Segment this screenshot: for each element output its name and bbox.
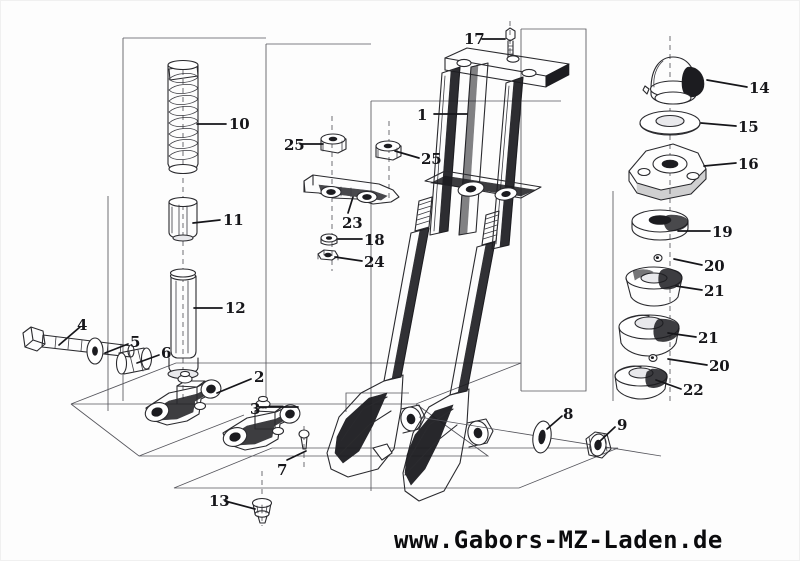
part-24-nut (317, 249, 339, 261)
callout-number-11: 11 (223, 211, 244, 229)
part-11-spring-seat-bushing (168, 196, 198, 242)
construction-box-center (107, 43, 561, 491)
part-16-upper-triple-clamp-plate (628, 143, 707, 201)
callout-number-24: 24 (364, 253, 385, 271)
callout-number-8: 8 (563, 405, 574, 423)
callout-number-1: 1 (417, 106, 428, 124)
construction-box-lower (173, 447, 619, 489)
callout-number-19: 19 (712, 223, 733, 241)
part-10-fork-spring (167, 59, 199, 175)
part-1-fork-leg-assembly (326, 47, 570, 502)
part-25-fork-clamp-block-left (320, 133, 347, 154)
part-22-lower-bearing-cone (614, 365, 668, 400)
callout-number-9: 9 (617, 416, 628, 434)
part-3-lower-triple-clamp-right (222, 395, 301, 451)
callout-number-15: 15 (738, 118, 759, 136)
callout-number-25: 25 (421, 150, 442, 168)
part-20-ball-bearing-upper (653, 254, 663, 262)
callout-number-7: 7 (277, 461, 288, 479)
callout-number-25: 25 (284, 136, 305, 154)
callout-number-4: 4 (77, 316, 88, 334)
part-25-fork-clamp-block-right (375, 140, 402, 161)
callout-number-21: 21 (698, 329, 719, 347)
callout-number-16: 16 (738, 155, 759, 173)
callout-number-20: 20 (709, 357, 730, 375)
part-5-washer (86, 337, 104, 365)
callout-number-10: 10 (229, 115, 250, 133)
part-21-bearing-race-upper (625, 266, 683, 307)
part-14-steering-head-cap-nut (642, 56, 705, 105)
callout-number-14: 14 (749, 79, 770, 97)
callout-number-12: 12 (225, 299, 246, 317)
construction-box-spring (122, 37, 266, 401)
site-watermark: www.Gabors-MZ-Laden.de (394, 526, 723, 554)
part-15-steering-washer (639, 110, 701, 136)
callout-number-17: 17 (464, 30, 485, 48)
callout-number-22: 22 (683, 381, 704, 399)
part-8-flat-washer (532, 420, 552, 454)
part-13-drain-plug (251, 497, 273, 524)
part-2-lower-triple-clamp-left (144, 370, 222, 426)
callout-number-3: 3 (250, 400, 261, 418)
callout-number-18: 18 (364, 231, 385, 249)
callout-number-21: 21 (704, 282, 725, 300)
part-17-top-bolt (505, 27, 516, 58)
part-21-bearing-race-lower (618, 314, 680, 357)
callout-number-23: 23 (342, 214, 363, 232)
callout-number-13: 13 (209, 492, 230, 510)
part-19-bearing-dust-cover (631, 209, 689, 241)
part-23-headlight-bracket (303, 174, 400, 205)
callout-number-6: 6 (161, 344, 172, 362)
part-20-ball-bearing-lower (648, 354, 658, 362)
part-7-small-bolt (298, 429, 310, 450)
callout-number-2: 2 (254, 368, 265, 386)
callout-number-20: 20 (704, 257, 725, 275)
part-9-hex-nut (585, 431, 612, 459)
callout-number-5: 5 (130, 333, 141, 351)
part-18-small-washer (320, 233, 338, 246)
